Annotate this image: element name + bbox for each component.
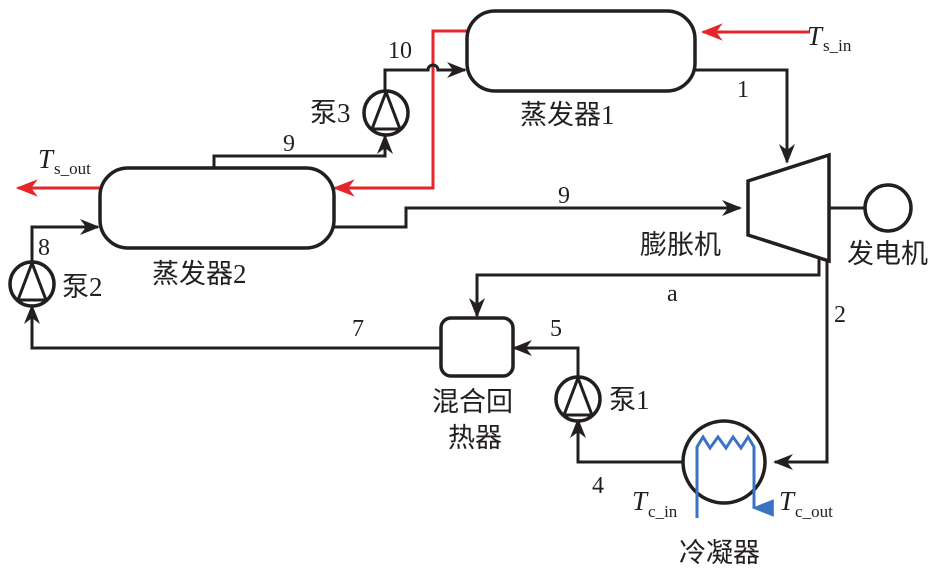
ts-out-label: Ts_out [38, 144, 91, 178]
line-state-7 [24, 304, 441, 350]
line-state-5 [512, 340, 580, 378]
state-9-top-label: 9 [283, 131, 295, 157]
state-7-label: 7 [352, 316, 364, 342]
line-state-2 [773, 260, 829, 470]
evaporator-2-label: 蒸发器2 [152, 259, 247, 289]
state-9-mid-label: 9 [558, 183, 570, 209]
state-4-label: 4 [592, 473, 604, 499]
line-state-9-to-expander [334, 200, 742, 229]
condenser [681, 419, 774, 518]
expander [746, 152, 831, 264]
state-10-label: 10 [388, 38, 412, 64]
evaporator-2 [98, 166, 336, 250]
state-8-label: 8 [38, 235, 50, 261]
line-state-1 [695, 68, 795, 164]
hot-source-transfer-line [332, 29, 467, 197]
state-1-label: 1 [737, 77, 749, 103]
generator [863, 183, 913, 233]
state-5-label: 5 [550, 316, 562, 342]
pump-1-triangle-icon [561, 373, 595, 417]
line-state-8 [30, 219, 100, 262]
mixing-regenerator-label-line2: 热器 [448, 423, 502, 453]
state-2-label: 2 [834, 302, 846, 328]
cooling-water-coil [695, 434, 774, 518]
line-state-10 [383, 62, 467, 95]
evaporator-1 [465, 9, 697, 93]
mixing-regenerator [439, 316, 515, 378]
state-a-label: a [667, 281, 678, 307]
tc-out-label: Tc_out [779, 486, 833, 521]
expander-label: 膨胀机 [640, 230, 721, 260]
mixing-regenerator-label-line1: 混合回 [432, 387, 513, 417]
pump-3-label: 泵3 [310, 98, 351, 128]
pump-1-label: 泵1 [609, 385, 650, 415]
ts-in-label: Ts_in [807, 21, 852, 55]
pump-2-label: 泵2 [62, 272, 103, 302]
pump-2 [8, 258, 56, 308]
generator-label: 发电机 [847, 239, 928, 269]
pump-3-triangle-icon [369, 87, 403, 131]
pump-1 [554, 373, 602, 423]
evaporator-1-label: 蒸发器1 [520, 100, 615, 130]
line-state-9-to-pump3 [212, 134, 393, 168]
line-state-4 [570, 418, 685, 464]
condenser-label: 冷凝器 [679, 538, 760, 568]
pump-2-triangle-icon [15, 258, 49, 302]
line-state-a [469, 248, 821, 318]
pump-3 [362, 87, 410, 137]
tc-in-label: Tc_in [632, 486, 678, 521]
